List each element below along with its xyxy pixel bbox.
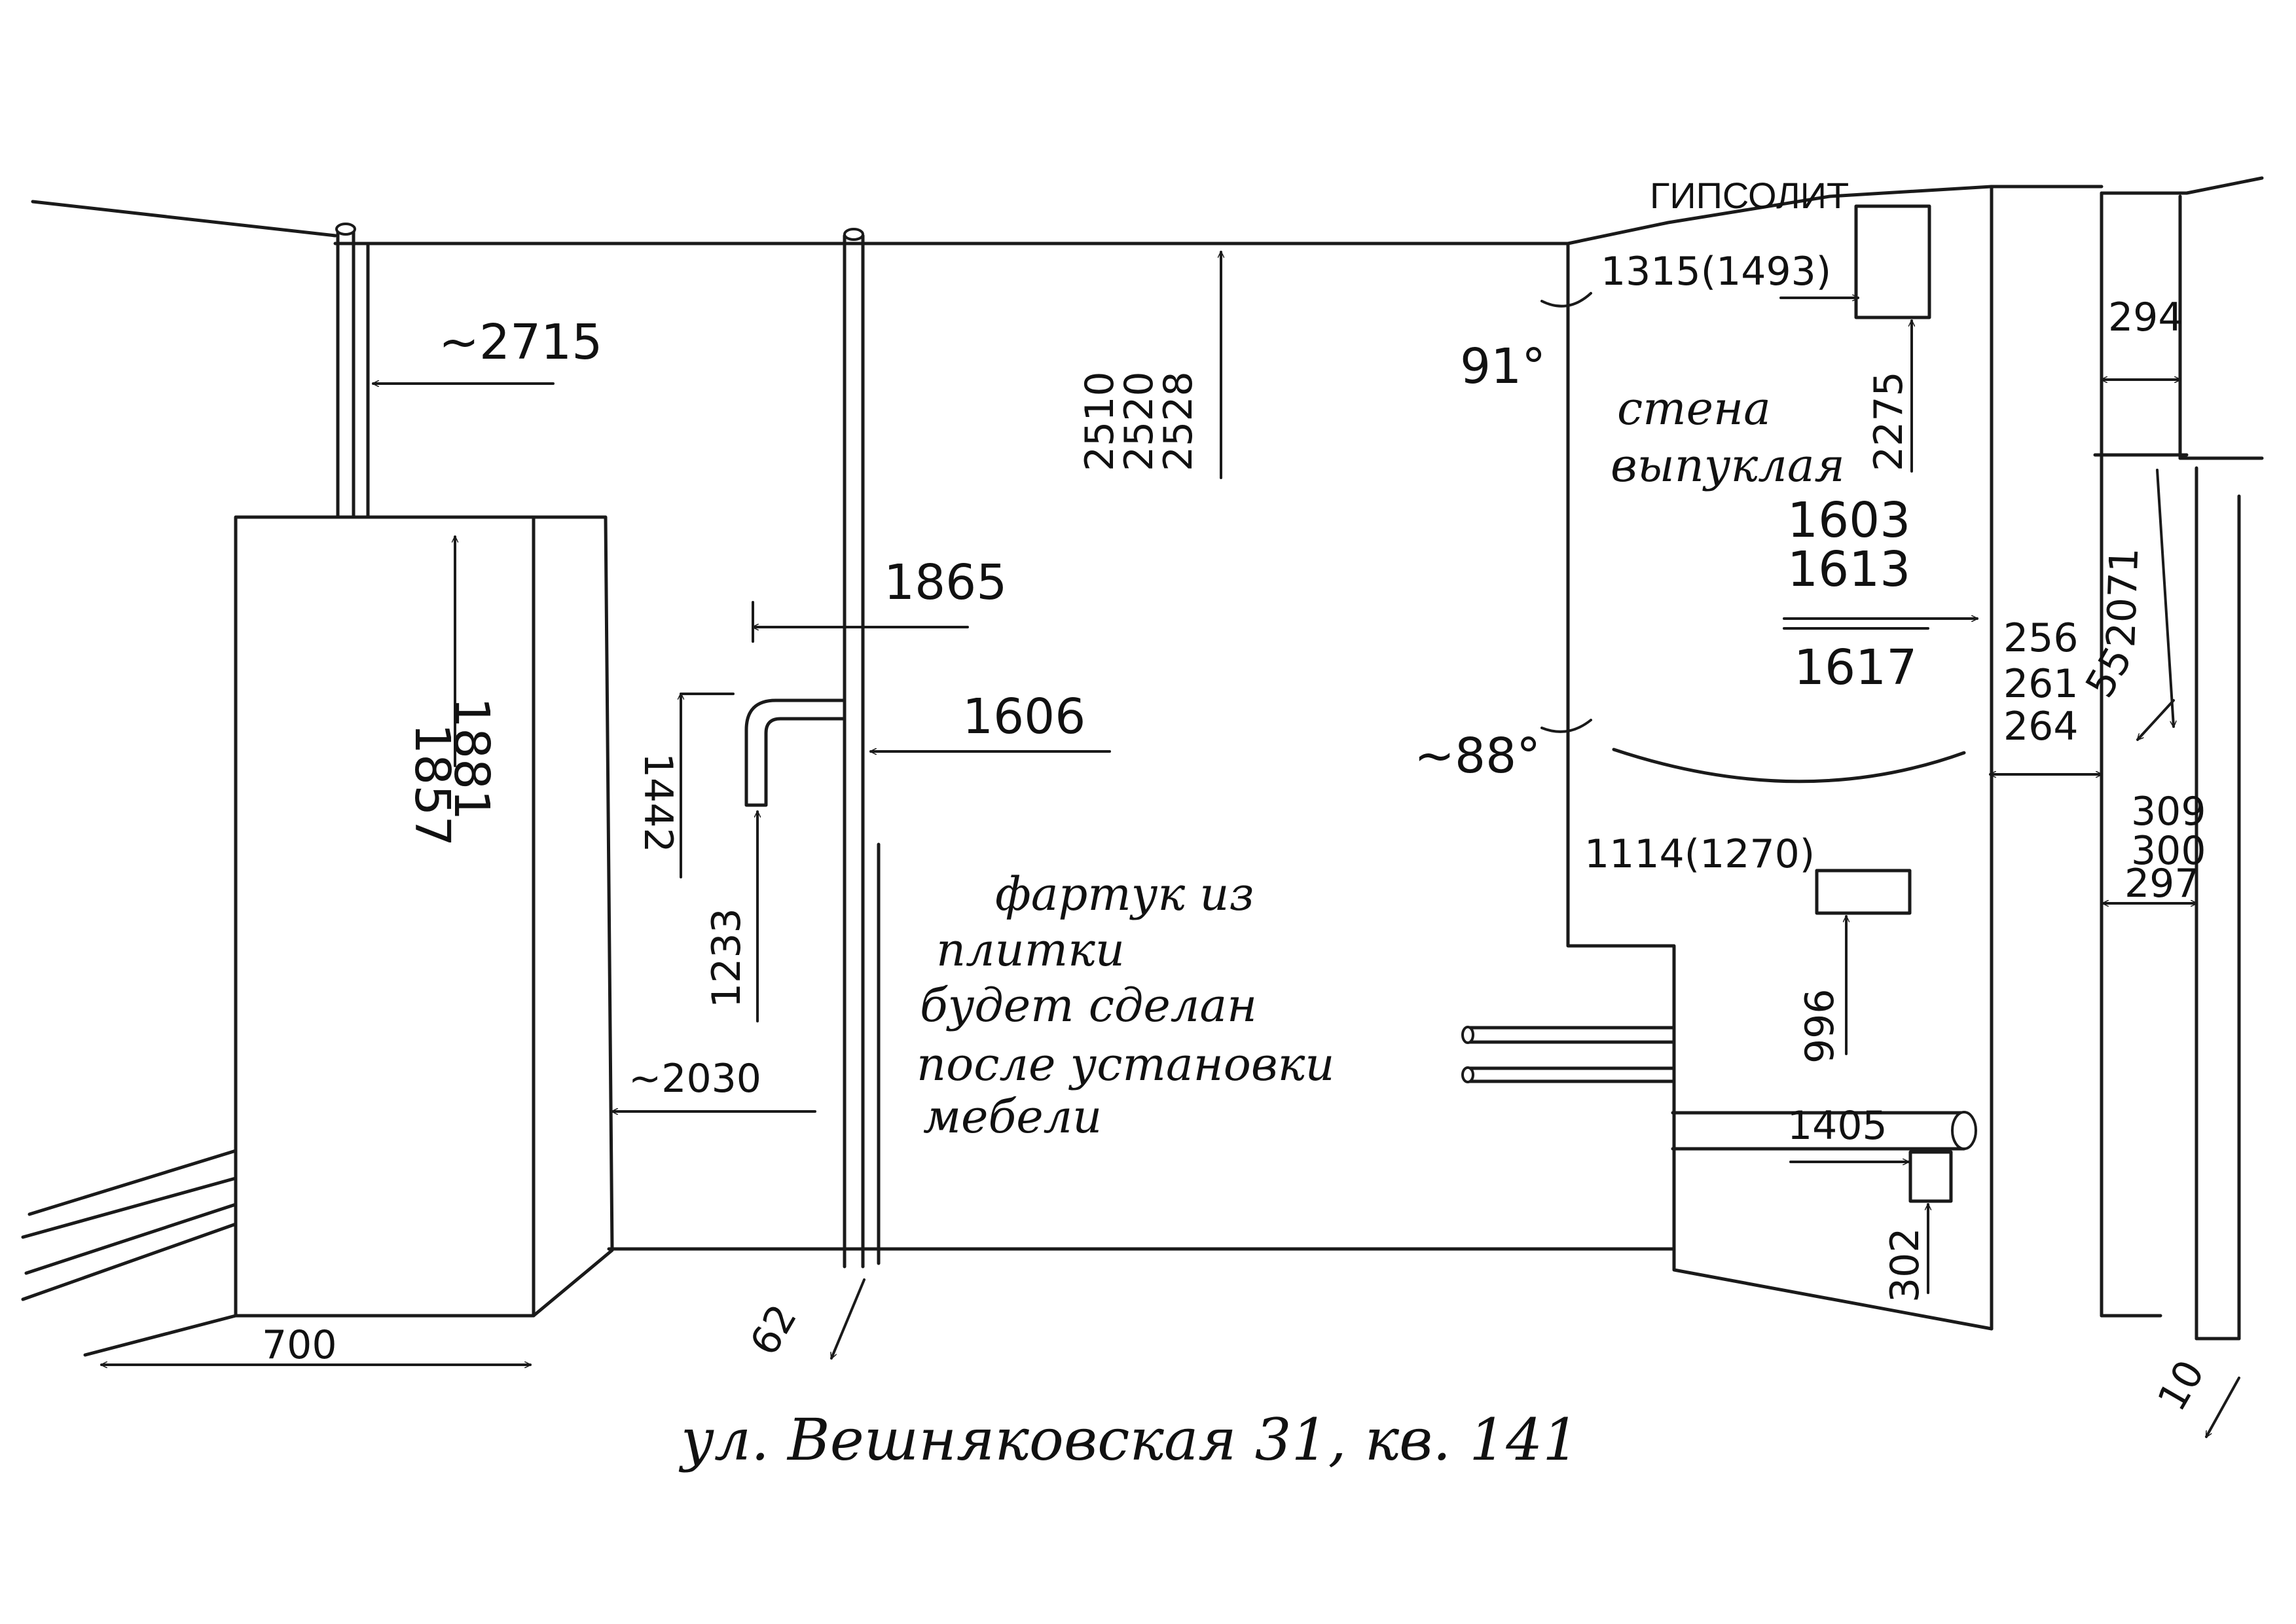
dimension-lines xyxy=(100,251,2240,1437)
riser-pipe-left xyxy=(335,223,370,519)
angle-arc-88 xyxy=(1540,719,1592,733)
riser-pipe-center xyxy=(843,228,881,1269)
dim-264: 264 xyxy=(2003,704,2079,749)
dim-55: 55 xyxy=(2077,639,2141,705)
room-walls xyxy=(21,200,1675,1357)
dim-302: 302 xyxy=(1882,1227,1928,1303)
wall-note-line2: выпуклая xyxy=(1611,439,1845,492)
dim-294: 294 xyxy=(2108,295,2183,340)
dim-1114-1270: 1114(1270) xyxy=(1584,831,1815,877)
right-wall xyxy=(1566,176,2264,1341)
dim-1613: 1613 xyxy=(1787,541,1910,598)
facade-note-line5: мебели xyxy=(923,1090,1102,1144)
dim-297: 297 xyxy=(2124,861,2200,907)
facade-note-line4: после установки xyxy=(917,1038,1334,1091)
dim-1857: 1857 xyxy=(404,723,460,846)
dim-2071: 2071 xyxy=(2098,547,2147,648)
dim-10: 10 xyxy=(2149,1352,2214,1418)
facade-note-line2: плитки xyxy=(936,923,1125,977)
wall-fixtures xyxy=(1815,204,1953,1203)
dim-1442: 1442 xyxy=(635,753,681,853)
dim-1405: 1405 xyxy=(1787,1103,1887,1149)
dim-1315-1493: 1315(1493) xyxy=(1601,249,1831,295)
dim-1606: 1606 xyxy=(962,689,1085,745)
gipsolit-label: ГИПСОЛИТ xyxy=(1650,175,1849,216)
dim-2030: ~2030 xyxy=(629,1056,761,1102)
dim-1603: 1603 xyxy=(1787,492,1910,549)
dim-1617: 1617 xyxy=(1794,640,1917,696)
dim-1881: 1881 xyxy=(443,697,500,820)
wall-note-line1: стена xyxy=(1617,382,1771,435)
dim-62: 62 xyxy=(741,1297,806,1363)
address: ул. Вешняковская 31, кв. 141 xyxy=(678,1406,1579,1473)
facade-note-line1: фартук из xyxy=(995,867,1254,921)
dim-309: 309 xyxy=(2131,789,2206,835)
cabinet xyxy=(234,515,614,1318)
angle-91: 91° xyxy=(1460,338,1546,395)
dim-996: 996 xyxy=(1797,988,1843,1064)
dim-2520: 2520 xyxy=(1116,371,1162,471)
horizontal-pipes xyxy=(1461,1026,1977,1151)
dim-1233: 1233 xyxy=(704,908,750,1008)
dim-256: 256 xyxy=(2003,615,2079,661)
dim-2715: ~2715 xyxy=(439,314,602,370)
angle-88: ~88° xyxy=(1414,728,1540,784)
bent-pipe xyxy=(744,698,847,807)
dim-700: 700 xyxy=(262,1322,337,1368)
angle-arc-91 xyxy=(1540,292,1592,308)
dim-2510: 2510 xyxy=(1077,371,1123,471)
dim-2275: 2275 xyxy=(1866,371,1912,471)
dim-2528: 2528 xyxy=(1156,371,1201,471)
dim-1865: 1865 xyxy=(884,554,1007,611)
facade-note-line3: будет сделан xyxy=(920,979,1257,1032)
convex-wall-arc xyxy=(1612,748,1966,784)
dim-300: 300 xyxy=(2131,828,2206,874)
dim-261: 261 xyxy=(2003,661,2079,707)
